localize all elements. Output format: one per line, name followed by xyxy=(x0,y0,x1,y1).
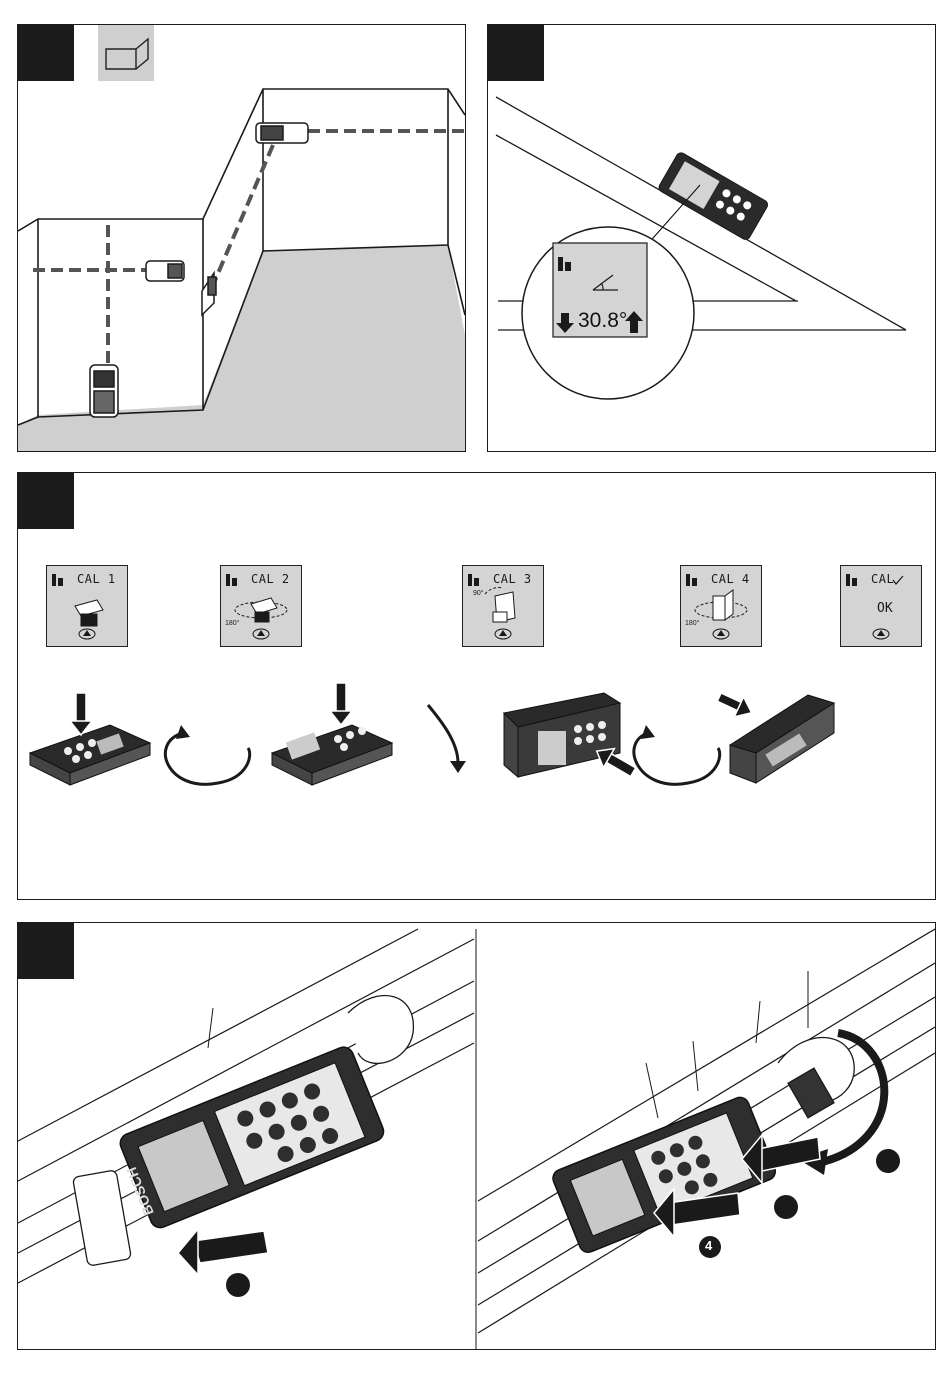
device-on-wall-mid xyxy=(146,261,184,281)
panel-room-measurement xyxy=(17,24,466,452)
panel-tilt-measurement: 30.8° xyxy=(487,24,936,452)
cal-label: CAL 4 xyxy=(711,572,750,586)
angle-label: 180° xyxy=(685,620,699,627)
angle-readout: 30.8° xyxy=(578,309,627,333)
rotation-arrow-icon xyxy=(428,705,458,763)
checkmark-icon xyxy=(893,576,903,584)
device-on-wall-top xyxy=(256,123,308,143)
rail-illustration: BOSCH xyxy=(18,923,935,1349)
cal-label: CAL 3 xyxy=(493,572,532,586)
lcd-cal-1: CAL 1 xyxy=(46,565,128,647)
cal-label: CAL 1 xyxy=(77,572,116,586)
cal-label: CAL xyxy=(871,572,894,586)
lcd-cal-3: CAL 3 90° xyxy=(462,565,544,647)
device-on-corner xyxy=(202,273,216,315)
figure-label-box xyxy=(18,473,74,529)
slope-illustration xyxy=(488,25,935,451)
panel-calibration: CAL 1 CAL 2 180° CAL 3 90° CAL 4 180° xyxy=(17,472,936,900)
step-4-number: 4 xyxy=(705,1238,712,1253)
ok-label: OK xyxy=(877,601,893,616)
press-arrow-icon xyxy=(70,693,92,735)
lcd-cal-2: CAL 2 180° xyxy=(220,565,302,647)
lcd-cal-ok: CAL OK xyxy=(840,565,922,647)
angle-label: 90° xyxy=(473,590,484,597)
battery-icon xyxy=(52,574,56,586)
calibration-steps-illustration xyxy=(18,673,935,833)
cal-label: CAL 2 xyxy=(251,572,290,586)
measure-button-icon xyxy=(79,629,95,639)
panel-rail-mounting: BOSCH xyxy=(17,922,936,1350)
room-illustration xyxy=(18,25,465,451)
angle-label: 180° xyxy=(225,620,239,627)
rotation-arrow-icon xyxy=(165,733,249,784)
lcd-cal-4: CAL 4 180° xyxy=(680,565,762,647)
device-on-floor xyxy=(90,365,118,417)
rotation-arrow-icon xyxy=(634,733,720,784)
